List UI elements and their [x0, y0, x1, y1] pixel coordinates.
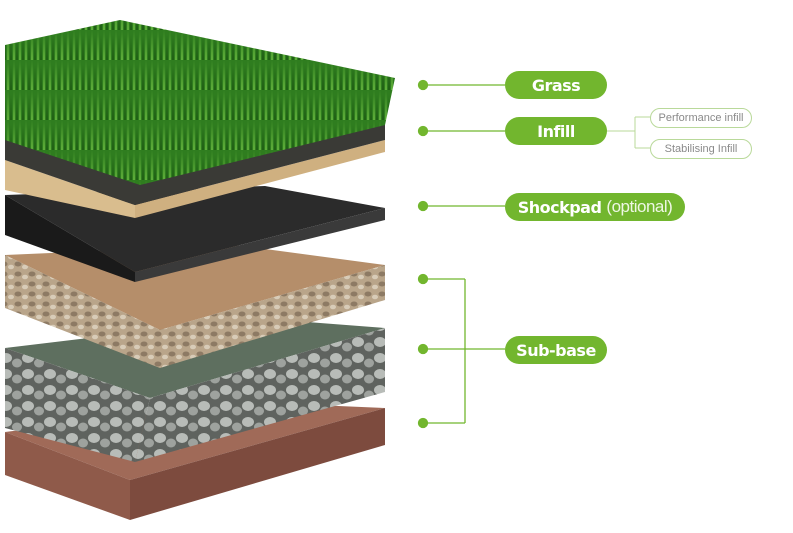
shockpad-optional-note: (optional): [606, 197, 673, 216]
infill-branch-lines: [607, 116, 650, 149]
performance-infill-label: Performance infill: [650, 108, 752, 128]
grass-layer: [5, 20, 395, 218]
shockpad-label-text: Shockpad: [517, 197, 602, 217]
grass-label-text: Grass: [531, 75, 581, 95]
infill-label: Infill: [505, 117, 607, 145]
infill-label-text: Infill: [537, 121, 575, 141]
subbase-label-text: Sub-base: [516, 340, 596, 360]
stabilising-infill-label: Stabilising Infill: [650, 139, 752, 159]
subbase-label: Sub-base: [505, 336, 607, 364]
connector-lines: [417, 79, 505, 429]
shockpad-label: Shockpad(optional): [505, 193, 685, 221]
grass-label: Grass: [505, 71, 607, 99]
